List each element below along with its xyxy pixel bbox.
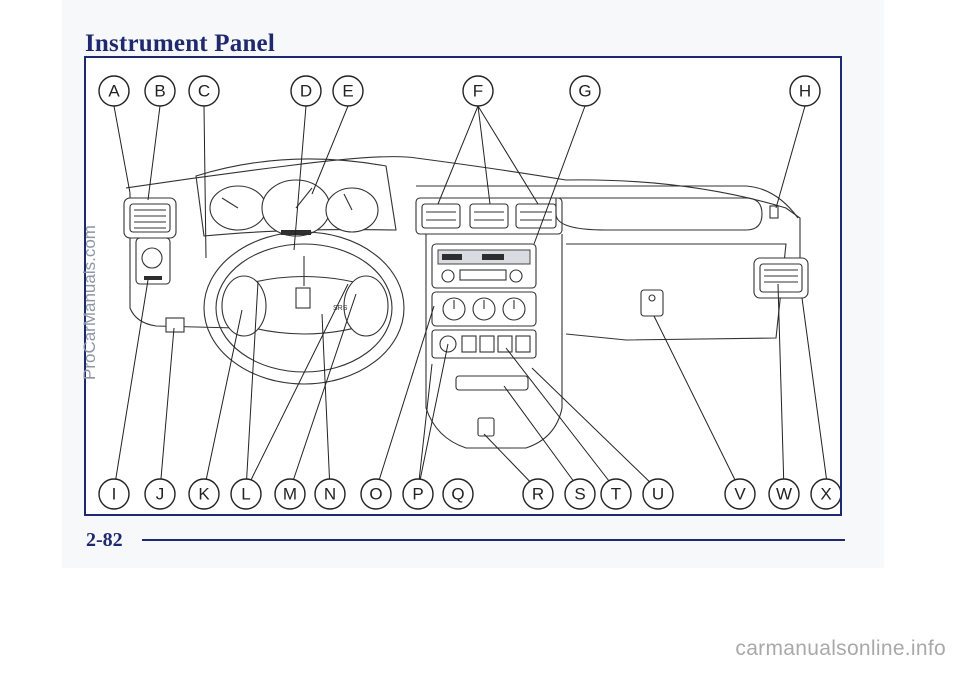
instrument-panel-figure: SRS [84, 56, 842, 516]
svg-text:S: S [574, 485, 585, 504]
svg-text:K: K [198, 485, 210, 504]
callout-f: F [462, 75, 494, 107]
callout-p: P [402, 478, 434, 510]
svg-text:U: U [652, 485, 664, 504]
svg-text:O: O [369, 485, 382, 504]
svg-text:H: H [799, 82, 811, 101]
top-callouts: A B C D E F G H [98, 75, 821, 107]
callout-a: A [98, 75, 130, 107]
callout-c: C [188, 75, 220, 107]
svg-text:T: T [611, 485, 621, 504]
callout-q: Q [442, 478, 474, 510]
callout-i: I [98, 478, 130, 510]
dashboard-line-art: SRS [123, 156, 809, 449]
callout-e: E [332, 75, 364, 107]
headlamp-switch [135, 237, 171, 285]
callout-o: O [360, 478, 392, 510]
svg-text:B: B [154, 82, 165, 101]
left-vent [123, 197, 177, 239]
svg-text:J: J [156, 485, 165, 504]
right-vent [753, 257, 809, 299]
callout-h: H [789, 75, 821, 107]
callout-k: K [188, 478, 220, 510]
gauge-cluster [209, 179, 379, 237]
callout-l: L [230, 478, 262, 510]
bottom-callouts: I J K L M N O P Q R S T U V W X [98, 478, 840, 510]
svg-text:V: V [734, 485, 746, 504]
svg-text:E: E [342, 82, 353, 101]
switch-row [431, 329, 537, 359]
callout-u: U [642, 478, 674, 510]
svg-text:R: R [532, 485, 544, 504]
climate-controls [431, 291, 537, 327]
svg-text:I: I [112, 485, 117, 504]
instrument-panel-drawing: SRS [98, 75, 840, 510]
svg-text:W: W [776, 485, 792, 504]
srs-label: SRS [333, 305, 348, 312]
callout-w: W [768, 478, 800, 510]
callout-m: M [274, 478, 306, 510]
callout-b: B [144, 75, 176, 107]
callout-x: X [810, 478, 840, 510]
callout-g: G [569, 75, 601, 107]
svg-text:X: X [820, 485, 831, 504]
callout-n: N [314, 478, 346, 510]
callout-r: R [522, 478, 554, 510]
svg-text:F: F [473, 82, 483, 101]
side-watermark-text: ProCarManuals.com [80, 225, 99, 380]
callout-v: V [724, 478, 756, 510]
svg-text:N: N [324, 485, 336, 504]
svg-text:C: C [198, 82, 210, 101]
page-number: 2-82 [86, 529, 123, 551]
callout-d: D [290, 75, 322, 107]
callout-j: J [144, 478, 176, 510]
callout-t: T [600, 478, 632, 510]
steering-wheel: SRS [203, 231, 405, 385]
site-watermark: carmanualsonline.info [735, 637, 946, 660]
svg-text:A: A [108, 82, 120, 101]
radio-unit [431, 243, 537, 289]
svg-text:P: P [412, 485, 423, 504]
callout-s: S [564, 478, 596, 510]
page-title: Instrument Panel [85, 30, 276, 57]
callout-leader-lines [113, 105, 829, 491]
svg-text:M: M [283, 485, 297, 504]
footer-rule [142, 539, 845, 541]
svg-text:D: D [300, 82, 312, 101]
svg-text:Q: Q [451, 485, 464, 504]
svg-text:G: G [578, 82, 591, 101]
svg-text:L: L [241, 485, 250, 504]
